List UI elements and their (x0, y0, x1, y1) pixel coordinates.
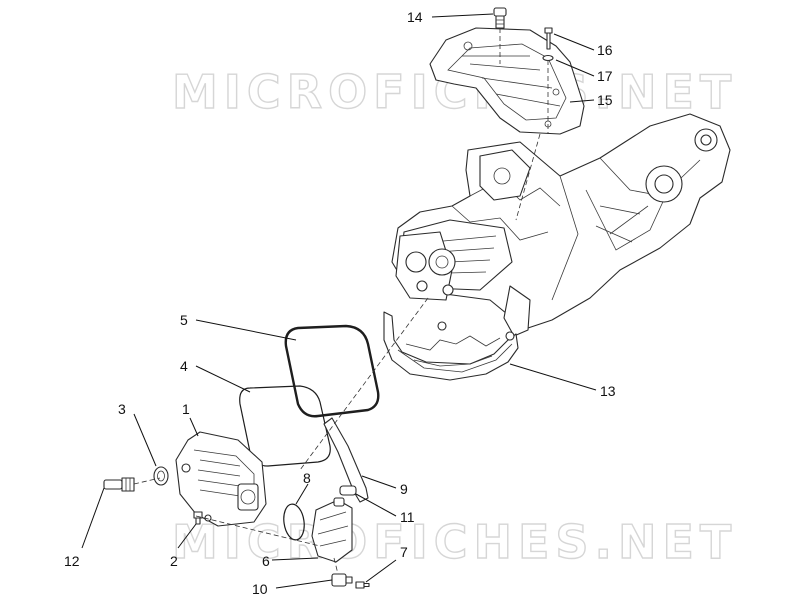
part-4-gasket (239, 385, 331, 467)
watermark-bottom: MICROFICHES.NET (172, 515, 737, 569)
assembly-lines (133, 28, 549, 575)
callout-11: 11 (400, 509, 415, 525)
part-12-spark-plug (103, 477, 135, 492)
part-16-bolt (544, 27, 553, 50)
callout-10: 10 (252, 581, 268, 597)
part-7-screw (355, 581, 370, 589)
part-11-clamp (339, 485, 357, 496)
part-6-breather-box (311, 497, 353, 563)
callout-3: 3 (118, 401, 126, 417)
leader-lines (81, 13, 597, 589)
part-2-screw (193, 511, 203, 525)
part-8-o-ring (283, 503, 305, 541)
callout-12: 12 (64, 553, 80, 569)
callout-1: 1 (182, 401, 190, 417)
part-10-fitting (331, 573, 353, 587)
callout-17: 17 (597, 68, 613, 84)
callout-8: 8 (303, 470, 311, 486)
callout-5: 5 (180, 312, 188, 328)
callout-labels: 14 16 17 15 5 4 13 3 1 8 9 11 12 2 6 7 1… (64, 9, 616, 597)
callout-4: 4 (180, 358, 188, 374)
part-1-valve-cover (175, 431, 267, 527)
callout-7: 7 (400, 544, 408, 560)
part-5-gasket (284, 324, 380, 418)
part-9-breather-hose (323, 417, 369, 503)
part-17-washer (542, 54, 554, 62)
callout-13: 13 (600, 383, 616, 399)
engine-casing (391, 113, 731, 337)
part-15-upper-shroud (429, 27, 585, 135)
part-3-seal-ring (153, 466, 169, 486)
callout-14: 14 (407, 9, 423, 25)
callout-2: 2 (170, 553, 178, 569)
callout-6: 6 (262, 553, 270, 569)
callout-16: 16 (597, 42, 613, 58)
callout-15: 15 (597, 92, 613, 108)
callout-9: 9 (400, 481, 408, 497)
part-14-sensor (493, 7, 507, 29)
part-13-lower-bracket (383, 311, 519, 381)
